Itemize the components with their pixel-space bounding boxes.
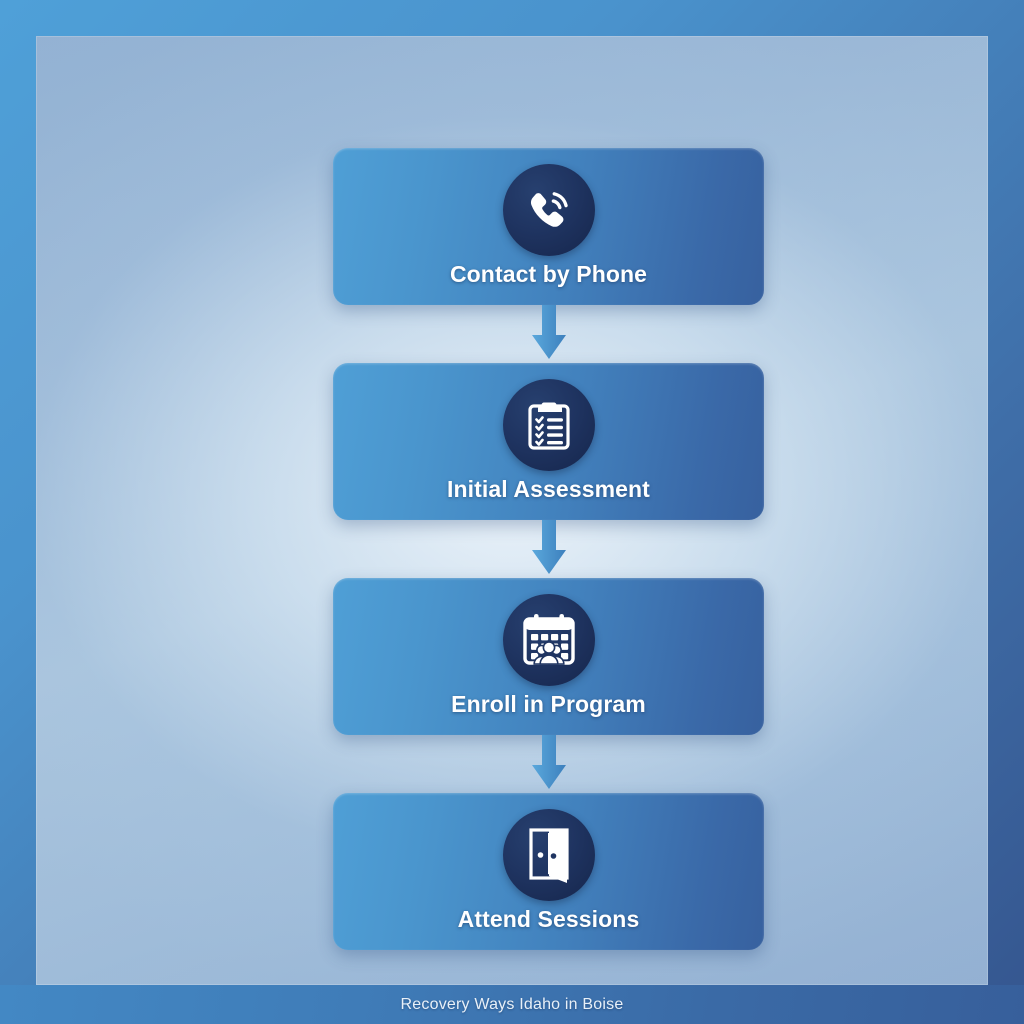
phone-ringing-icon [502,164,595,256]
process-flow: Contact by Phone [333,148,764,950]
flow-step-label: Initial Assessment [447,476,650,502]
arrow-down-icon [525,520,573,578]
footer-band: Recovery Ways Idaho in Boise [0,985,1024,1024]
arrow-down-icon [525,735,573,793]
open-door-icon [502,809,595,901]
flow-step-label: Attend Sessions [457,906,640,932]
flow-step-enroll-in-program[interactable]: Enroll in Program [333,578,764,735]
clipboard-checklist-icon [502,379,595,471]
flow-step-contact-by-phone[interactable]: Contact by Phone [333,148,764,305]
flow-step-label: Contact by Phone [449,261,648,287]
flow-step-initial-assessment[interactable]: Initial Assessment [333,363,764,520]
calendar-people-icon [502,594,595,686]
flow-step-attend-sessions[interactable]: Attend Sessions [333,793,764,950]
arrow-down-icon [525,305,573,363]
footer-caption: Recovery Ways Idaho in Boise [400,995,624,1013]
diagram-panel: Contact by Phone [36,36,988,985]
flow-step-label: Enroll in Program [451,691,646,717]
